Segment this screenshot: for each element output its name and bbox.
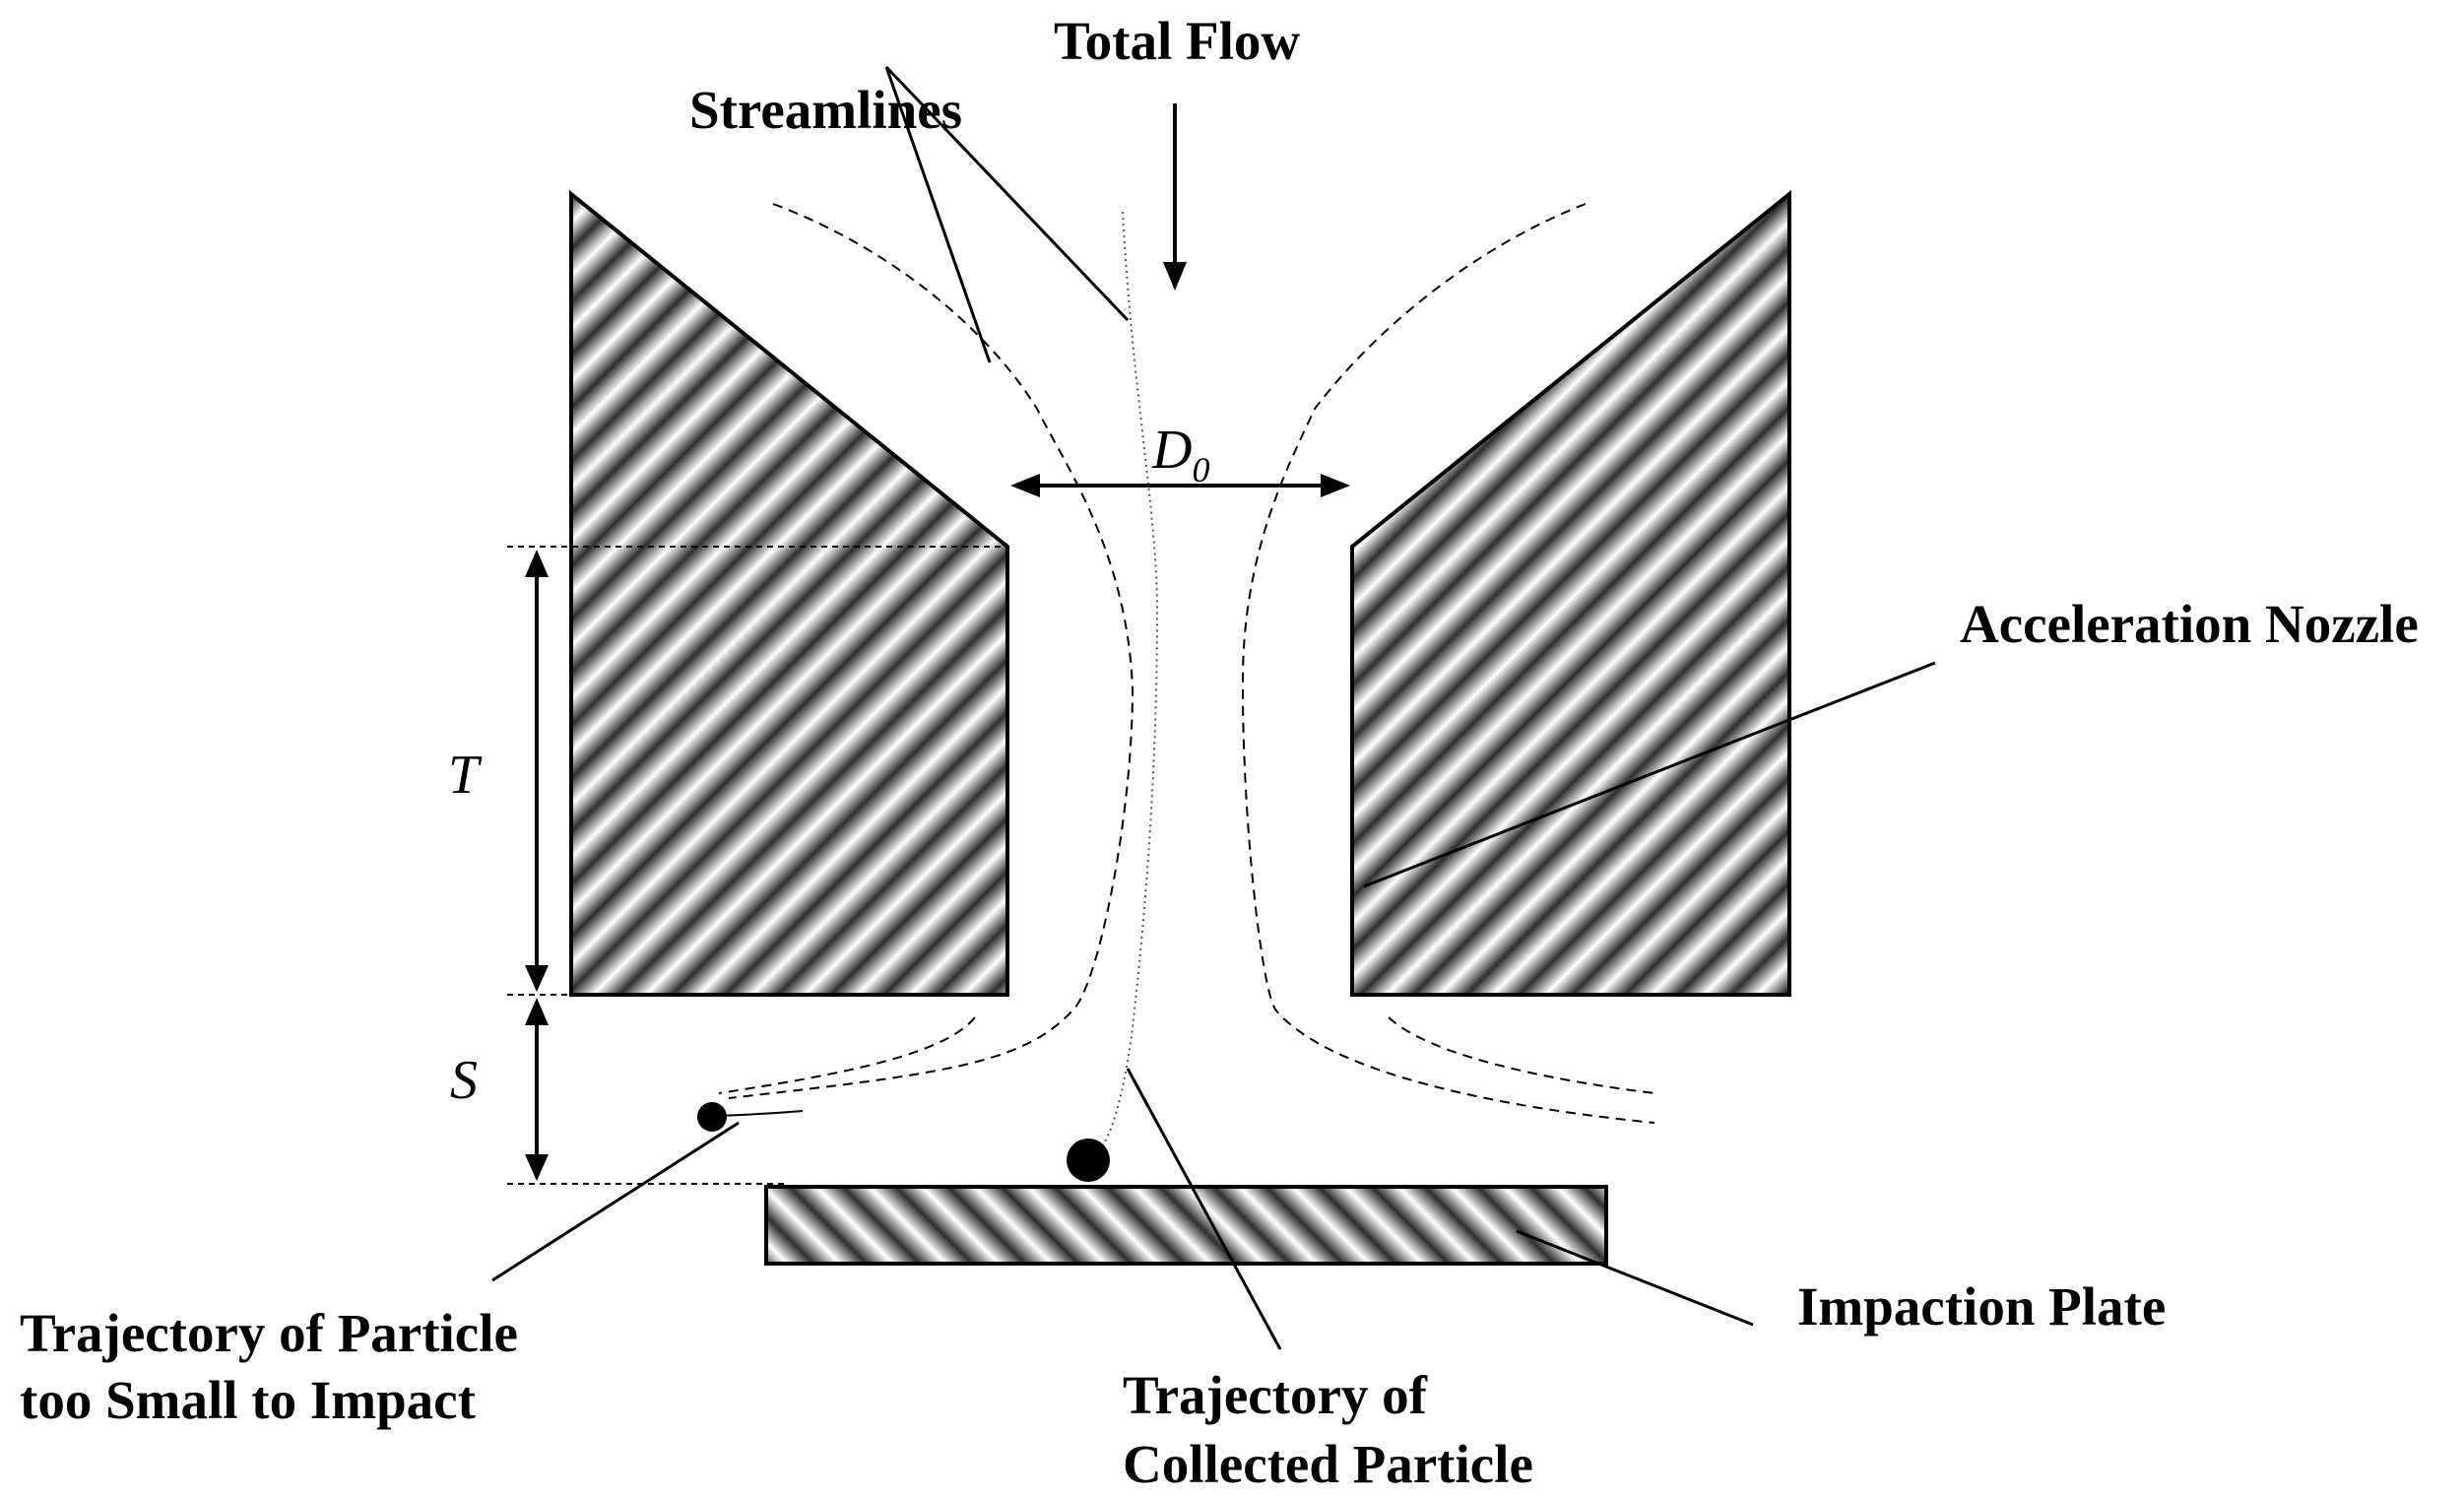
streamline-left-inner — [728, 203, 1135, 1099]
impaction-plate-leader — [1516, 1229, 1754, 1327]
small-particle-label-line2: too Small to Impact — [20, 1370, 477, 1430]
collected-particle-label-line2: Collected Particle — [1123, 1434, 1533, 1494]
streamlines — [718, 203, 1655, 1124]
small-particle-path — [713, 1110, 804, 1117]
streamline-left-outer — [718, 1016, 976, 1094]
total-flow-label: Total Flow — [1054, 11, 1300, 71]
small-particle-label-line1: Trajectory of Particle — [20, 1303, 518, 1363]
streamline-right-inner — [1241, 203, 1655, 1124]
collected-particle — [1067, 1139, 1110, 1182]
right-nozzle-wall — [1350, 189, 1791, 997]
small-particle-leader — [491, 1121, 740, 1282]
total-flow-arrow — [1163, 103, 1187, 291]
small-particle — [697, 1102, 727, 1132]
d0-subscript: 0 — [1192, 450, 1209, 489]
d0-label: D0 — [1151, 420, 1209, 489]
streamline-right-outer — [1388, 1016, 1655, 1094]
t-label: T — [448, 745, 483, 806]
collected-particle-trajectory — [1097, 211, 1159, 1153]
s-label: S — [450, 1050, 478, 1111]
s-dimension — [507, 998, 788, 1185]
leader-lines — [491, 65, 1936, 1350]
streamlines-leader-1 — [884, 65, 1130, 322]
impaction-plate — [764, 1185, 1608, 1266]
collected-particle-label-line1: Trajectory of — [1123, 1365, 1428, 1425]
impaction-plate-label: Impaction Plate — [1797, 1276, 2166, 1336]
d0-dimension-arrow — [1010, 474, 1350, 497]
streamlines-leader-2 — [884, 66, 992, 363]
acceleration-nozzle-label: Acceleration Nozzle — [1960, 594, 2419, 654]
acceleration-nozzle-leader — [1363, 661, 1936, 888]
streamlines-label: Streamlines — [689, 80, 962, 140]
t-dimension — [507, 546, 1007, 996]
collected-particle-leader — [1126, 1068, 1282, 1350]
left-nozzle-wall — [569, 189, 1009, 997]
d0-main: D — [1151, 420, 1192, 481]
